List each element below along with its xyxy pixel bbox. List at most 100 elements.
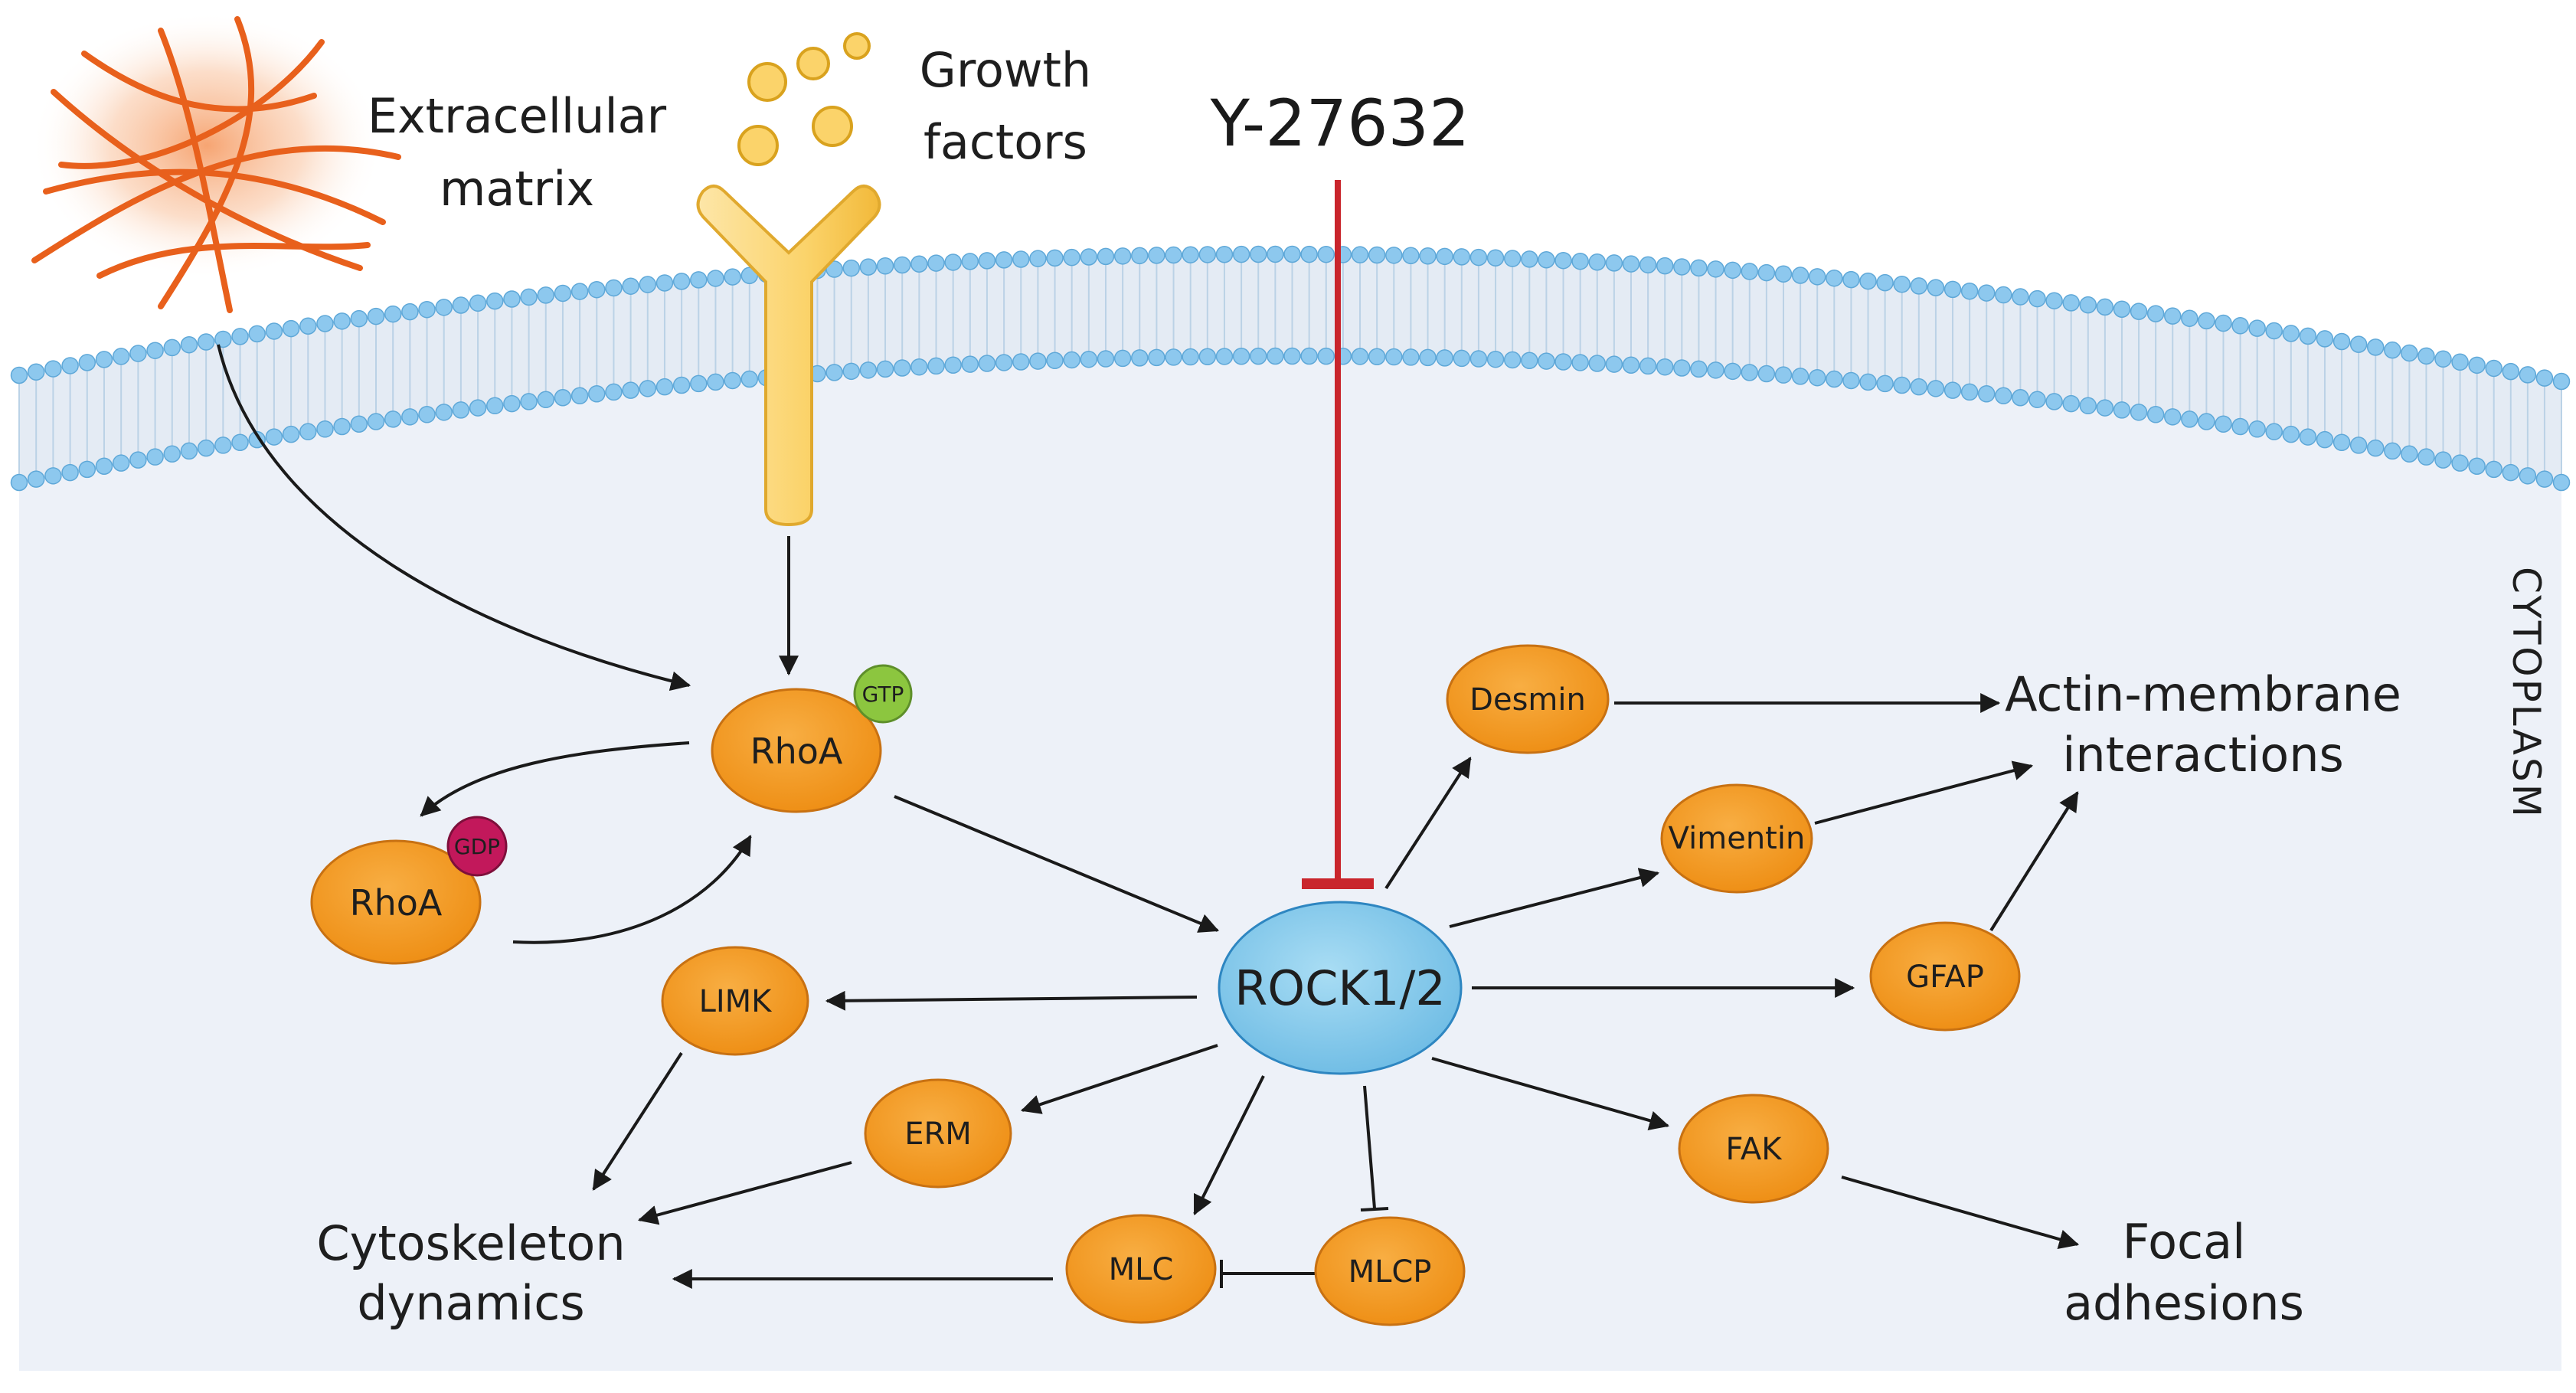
lipid-head: [401, 408, 419, 426]
lipid-head: [1554, 353, 1572, 371]
lipid-head: [724, 268, 741, 286]
arrow-rock-to-vimentin: [1449, 868, 1660, 928]
lipid-head: [2384, 341, 2401, 359]
growth-factor-icon: [737, 32, 871, 166]
lipid-head: [622, 277, 639, 295]
lipid-head: [112, 454, 130, 472]
lipid-head: [1741, 263, 1759, 280]
lipid-head: [1368, 348, 1386, 365]
lipid-head: [1419, 247, 1437, 265]
lipid-head: [2502, 463, 2520, 482]
lipid-head: [1148, 247, 1165, 264]
lipid-head: [2519, 366, 2537, 384]
lipid-head: [2113, 401, 2131, 419]
lipid-head: [163, 445, 181, 463]
lipid-head: [1521, 250, 1538, 268]
lipid-head: [197, 333, 215, 351]
lipid-head: [95, 351, 113, 368]
lipid-head: [435, 299, 453, 316]
lipid-head: [2198, 312, 2215, 330]
lipid-head: [231, 433, 249, 452]
lipid-head: [655, 274, 674, 292]
lipid-head: [1012, 353, 1030, 371]
lipid-head: [537, 391, 555, 409]
lipid-head: [655, 378, 674, 396]
lipid-head: [350, 415, 368, 433]
lipid-head: [2502, 362, 2520, 381]
gf-label-line2: factors: [924, 114, 1087, 170]
cytoplasm-label: CYTOPLASM: [2504, 567, 2548, 819]
arrow-ecm-to-rhoa: [217, 344, 691, 692]
arrow-vimentin-to-actin: [1814, 760, 2034, 825]
lipid-head: [1419, 348, 1437, 367]
lipid-head: [2248, 319, 2266, 337]
lipid-head: [2012, 388, 2029, 407]
lipid-head: [469, 294, 487, 312]
focal-label-line1: Focal: [2123, 1214, 2246, 1270]
lipid-head: [1198, 246, 1217, 263]
lipid-head: [1927, 380, 1945, 397]
gfap-label: GFAP: [1906, 960, 1984, 995]
lipid-head: [1995, 387, 2012, 404]
lipid-head: [1639, 357, 1657, 375]
lipid-head: [95, 457, 113, 475]
lipid-head: [299, 317, 317, 335]
lipid-head: [2485, 359, 2502, 378]
lipid-head: [129, 345, 147, 362]
node-desmin: Desmin: [1446, 644, 1610, 754]
lipid-head: [2231, 317, 2249, 335]
gdp-badge: [446, 816, 508, 877]
lipid-head: [1995, 286, 2012, 304]
lipid-head: [825, 260, 843, 278]
arrow-rock-to-fak: [1431, 1057, 1670, 1130]
lipid-head: [129, 451, 147, 469]
lipid-head: [1521, 352, 1538, 369]
lipid-head: [1453, 349, 1471, 368]
lipid-head: [944, 356, 962, 374]
lipid-head: [333, 312, 351, 330]
lipid-head: [1690, 360, 1708, 378]
lipid-head: [570, 283, 589, 300]
lipid-head: [2096, 399, 2114, 417]
lipid-head: [1486, 350, 1505, 368]
lipid-head: [44, 467, 62, 485]
lipid-head: [978, 355, 996, 372]
lipid-head: [2130, 302, 2148, 320]
lipid-head: [2451, 454, 2469, 472]
lipid-head: [1622, 356, 1640, 374]
lipid-head: [44, 360, 62, 378]
mlcp-label: MLCP: [1348, 1254, 1432, 1290]
lipid-head: [1910, 378, 1928, 396]
gtp-badge: [853, 664, 913, 724]
lipid-head: [1469, 350, 1488, 368]
lipid-head: [1639, 256, 1657, 274]
lipid-head: [740, 370, 759, 388]
lipid-head: [1960, 282, 1979, 300]
lipid-head: [1063, 248, 1080, 267]
lipid-head: [367, 307, 385, 325]
lipid-head: [503, 290, 521, 308]
lipid-head: [27, 363, 45, 381]
mlc-label: MLC: [1109, 1252, 1174, 1287]
lipid-head: [1080, 350, 1098, 368]
lipid-head: [2468, 356, 2486, 374]
lipid-head: [2299, 327, 2317, 345]
lipid-head: [1469, 248, 1488, 267]
lipid-head: [435, 404, 453, 421]
lipid-head: [842, 362, 860, 381]
lipid-head: [1588, 355, 1607, 372]
lipid-head: [639, 380, 657, 397]
membrane-band: [19, 253, 2561, 482]
lipid-head: [2349, 437, 2368, 454]
lipid-head: [1707, 260, 1724, 278]
lipid-head: [78, 460, 96, 479]
lipid-head: [570, 387, 589, 404]
cyto-label-line1: Cytoskeleton: [316, 1215, 625, 1271]
lipid-head: [452, 401, 470, 419]
focal-label-line2: adhesions: [2064, 1275, 2304, 1331]
lipid-head: [1317, 347, 1335, 365]
lipid-head: [2198, 413, 2215, 430]
arrow-gfap-to-actin: [1989, 791, 2079, 932]
lipid-head: [1622, 255, 1640, 273]
lipid-head: [367, 413, 385, 430]
